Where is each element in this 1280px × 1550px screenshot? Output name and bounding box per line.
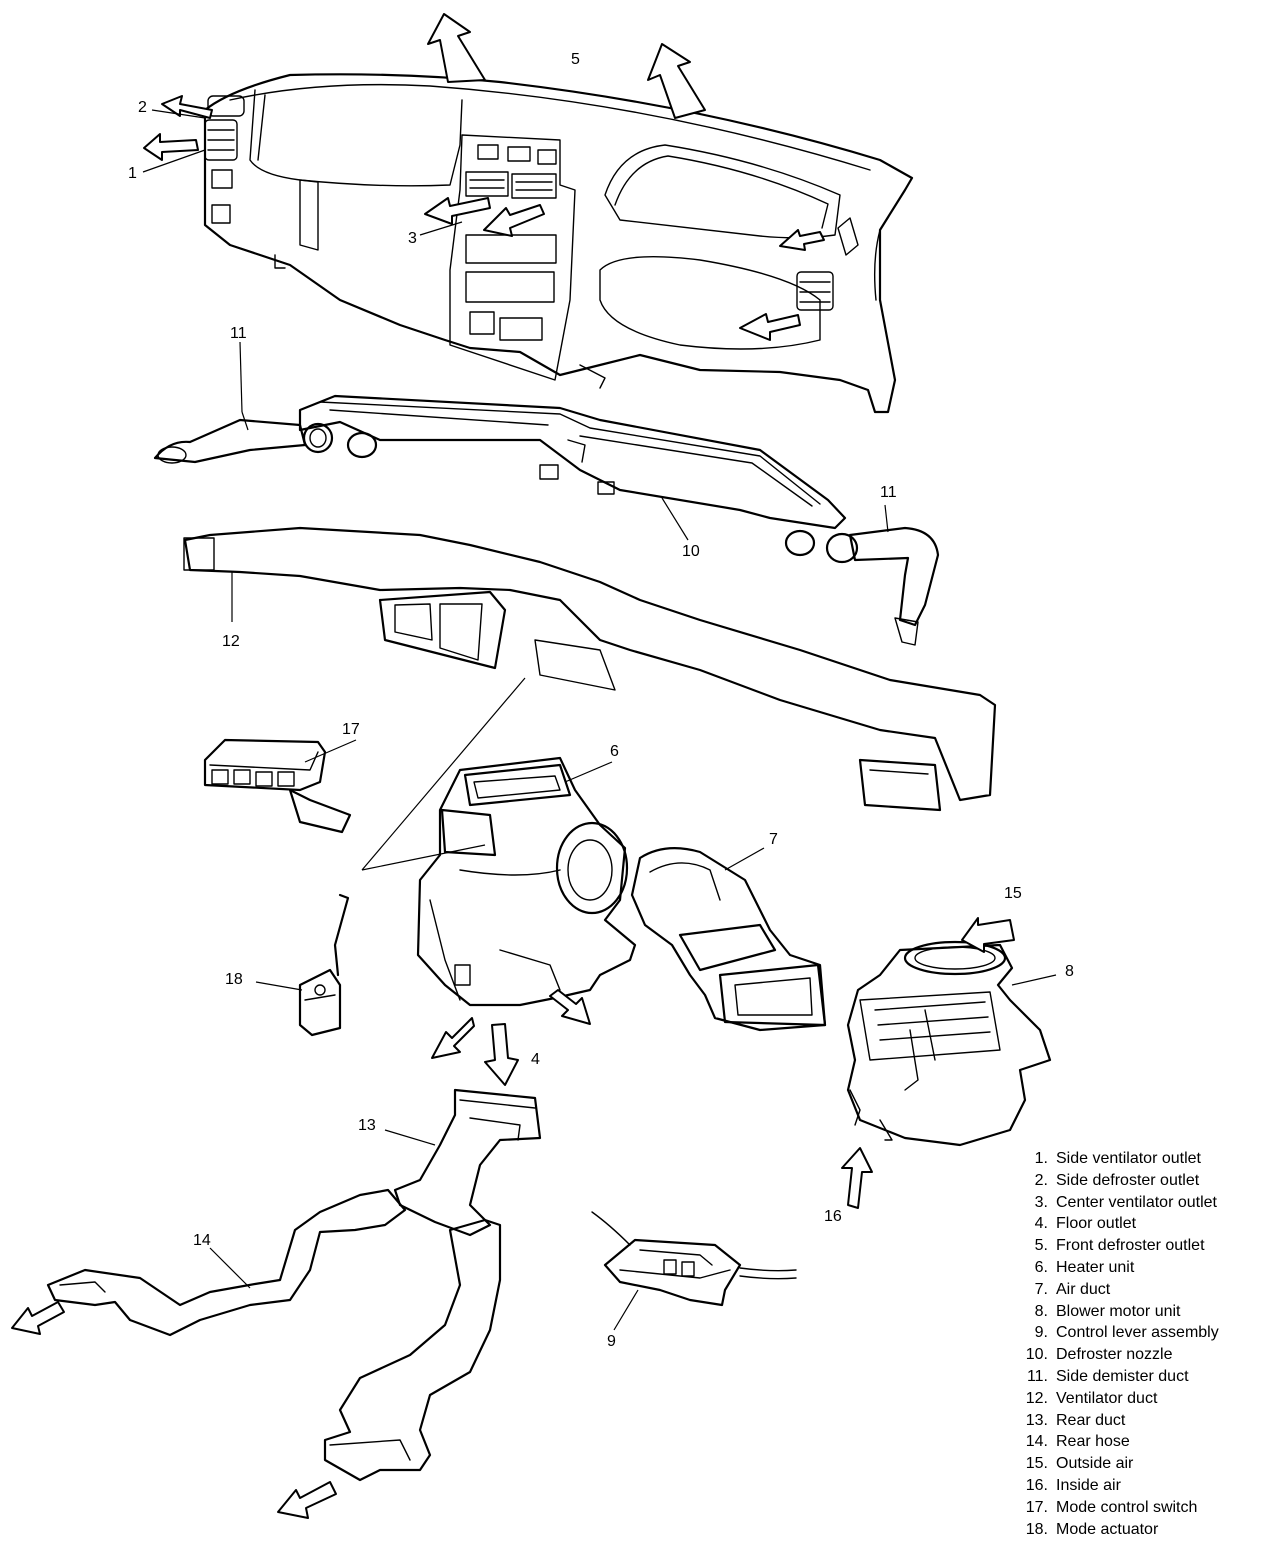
legend-label: Inside air (1056, 1476, 1121, 1494)
legend-number: 9. (1034, 1324, 1048, 1342)
legend-number: 2. (1034, 1171, 1048, 1189)
legend-item: 5. Front defroster outlet (1018, 1235, 1280, 1257)
legend-number: 6. (1034, 1258, 1048, 1276)
legend-label: Rear duct (1056, 1411, 1126, 1429)
legend-item: 1. Side ventilator outlet (1018, 1148, 1280, 1170)
legend-label: Rear hose (1056, 1433, 1130, 1451)
legend-label: Outside air (1056, 1455, 1134, 1473)
legend-number: 11. (1026, 1367, 1048, 1385)
blower-motor-unit (846, 940, 1052, 1147)
parts-legend: 1. Side ventilator outlet 2. Side defroste… (1018, 1148, 1280, 1540)
legend-number: 8. (1034, 1302, 1048, 1320)
legend-label: Side demister duct (1056, 1367, 1189, 1385)
legend-item: 16. Inside air (1018, 1475, 1280, 1497)
callout-13: 13 (358, 1117, 376, 1134)
legend-item: 12. Ventilator duct (1018, 1388, 1280, 1410)
callout-12: 12 (222, 633, 240, 650)
legend-label: Front defroster outlet (1056, 1237, 1205, 1255)
callout-15: 15 (1004, 885, 1022, 902)
legend-label: Floor outlet (1056, 1215, 1137, 1233)
callout-8: 8 (1065, 963, 1074, 980)
callout-16: 16 (824, 1208, 842, 1225)
callout-14: 14 (193, 1232, 211, 1249)
mode-control-switch (203, 738, 352, 834)
legend-number: 14. (1025, 1433, 1048, 1451)
legend-number: 3. (1034, 1193, 1048, 1211)
legend-item: 3. Center ventilator outlet (1018, 1192, 1280, 1214)
legend-label: Side defroster outlet (1056, 1171, 1200, 1189)
legend-label: Control lever assembly (1056, 1324, 1219, 1342)
legend-item: 17. Mode control switch (1018, 1497, 1280, 1519)
rear-hose (46, 1188, 502, 1482)
legend-item: 7. Air duct (1018, 1279, 1280, 1301)
airflow-arrows-blower (841, 917, 1015, 1209)
air-duct (630, 847, 827, 1032)
legend-label: Ventilator duct (1056, 1389, 1158, 1407)
callout-7: 7 (769, 831, 778, 848)
instrument-panel (203, 73, 914, 414)
callout-11-left: 11 (230, 325, 247, 342)
legend-number: 7. (1034, 1280, 1048, 1298)
legend-item: 18. Mode actuator (1018, 1519, 1280, 1541)
legend-number: 15. (1025, 1455, 1048, 1473)
defroster-nozzle (298, 394, 847, 530)
rear-duct (393, 1088, 542, 1237)
legend-number: 5. (1034, 1237, 1048, 1255)
legend-item: 6. Heater unit (1018, 1257, 1280, 1279)
leader-lines (361, 677, 526, 871)
callout-leaders (142, 109, 1057, 1331)
legend-number: 13. (1025, 1411, 1048, 1429)
callout-9: 9 (607, 1333, 616, 1350)
legend-label: Mode control switch (1056, 1498, 1198, 1516)
legend-item: 4. Floor outlet (1018, 1213, 1280, 1235)
airflow-arrows-rear (11, 1301, 337, 1519)
legend-item: 13. Rear duct (1018, 1410, 1280, 1432)
side-demister-duct-right (784, 526, 940, 646)
legend-label: Side ventilator outlet (1056, 1150, 1201, 1167)
legend-item: 15. Outside air (1018, 1453, 1280, 1475)
legend-label: Blower motor unit (1056, 1302, 1181, 1320)
legend-number: 18. (1025, 1520, 1048, 1538)
legend-item: 10. Defroster nozzle (1018, 1344, 1280, 1366)
callout-11-right: 11 (880, 484, 897, 501)
callout-10: 10 (682, 543, 700, 560)
legend-label: Heater unit (1056, 1258, 1135, 1276)
legend-label: Mode actuator (1056, 1520, 1159, 1538)
legend-number: 17. (1025, 1498, 1048, 1516)
legend-item: 11. Side demister duct (1018, 1366, 1280, 1388)
mode-actuator (298, 893, 350, 1037)
callout-1: 1 (128, 165, 137, 182)
legend-label: Center ventilator outlet (1056, 1193, 1217, 1211)
airflow-arrows-floor (431, 989, 591, 1086)
legend-item: 9. Control lever assembly (1018, 1322, 1280, 1344)
legend-number: 4. (1034, 1215, 1048, 1233)
callout-3: 3 (408, 230, 417, 247)
callout-18: 18 (225, 971, 243, 988)
airflow-arrows-dash (143, 13, 825, 341)
legend-label: Defroster nozzle (1056, 1346, 1173, 1364)
side-demister-duct-left (153, 418, 378, 464)
ventilator-duct (183, 526, 997, 812)
legend-number: 12. (1025, 1389, 1048, 1407)
callout-6: 6 (610, 743, 619, 760)
callout-2: 2 (138, 99, 147, 116)
callout-17: 17 (342, 721, 360, 738)
control-lever-assembly (591, 1211, 797, 1307)
legend-item: 2. Side defroster outlet (1018, 1170, 1280, 1192)
heater-unit (416, 756, 637, 1007)
callout-4: 4 (531, 1051, 540, 1068)
legend-number: 10. (1025, 1346, 1048, 1364)
legend-item: 14. Rear hose (1018, 1431, 1280, 1453)
legend-item: 8. Blower motor unit (1018, 1301, 1280, 1323)
legend-number: 1. (1034, 1150, 1048, 1167)
legend-label: Air duct (1056, 1280, 1111, 1298)
legend-number: 16. (1025, 1476, 1048, 1494)
callout-5: 5 (571, 51, 580, 68)
